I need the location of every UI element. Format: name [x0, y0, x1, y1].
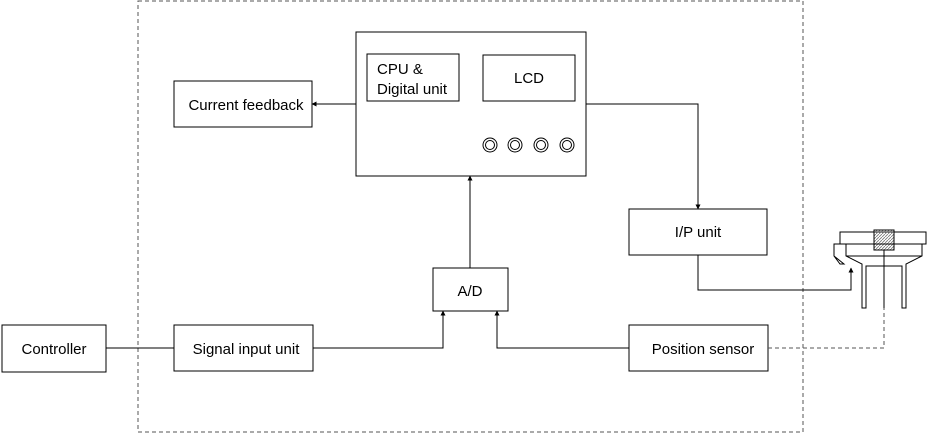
current-feedback-block: Current feedback — [173, 80, 313, 128]
panel-button-3[interactable] — [533, 137, 549, 153]
controller-label: Controller — [21, 341, 86, 358]
controller-block: Controller — [1, 324, 107, 373]
position-sensor-label: Position sensor — [652, 341, 755, 358]
arrow-sensor-to-ad — [494, 310, 629, 349]
valve-actuator-icon — [833, 229, 927, 309]
current-feedback-label: Current feedback — [188, 97, 304, 114]
arrow-cpu-to-ip — [586, 103, 701, 210]
ip-unit-block: I/P unit — [628, 208, 768, 256]
button-row — [482, 137, 575, 153]
device-boundary — [137, 0, 804, 433]
ad-label: A/D — [457, 283, 482, 300]
cpu-box: CPU & Digital unit — [366, 53, 460, 102]
ip-unit-label: I/P unit — [675, 224, 722, 241]
cpu-label-line1: CPU & — [377, 61, 423, 78]
signal-input-label: Signal input unit — [193, 341, 301, 358]
signal-input-block: Signal input unit — [173, 324, 314, 372]
arrow-ip-to-actuator — [697, 255, 854, 291]
position-sensor-block: Position sensor — [628, 324, 769, 372]
panel-button-2[interactable] — [507, 137, 523, 153]
main-unit: CPU & Digital unit LCD — [355, 31, 587, 177]
lcd-box: LCD — [482, 54, 576, 102]
ad-block: A/D — [432, 267, 509, 312]
arrow-signal-to-ad — [313, 310, 446, 349]
lcd-label: LCD — [514, 70, 544, 87]
cpu-label-line2: Digital unit — [377, 81, 448, 98]
dashed-feedback-link — [768, 308, 885, 349]
panel-button-1[interactable] — [482, 137, 498, 153]
panel-button-4[interactable] — [559, 137, 575, 153]
